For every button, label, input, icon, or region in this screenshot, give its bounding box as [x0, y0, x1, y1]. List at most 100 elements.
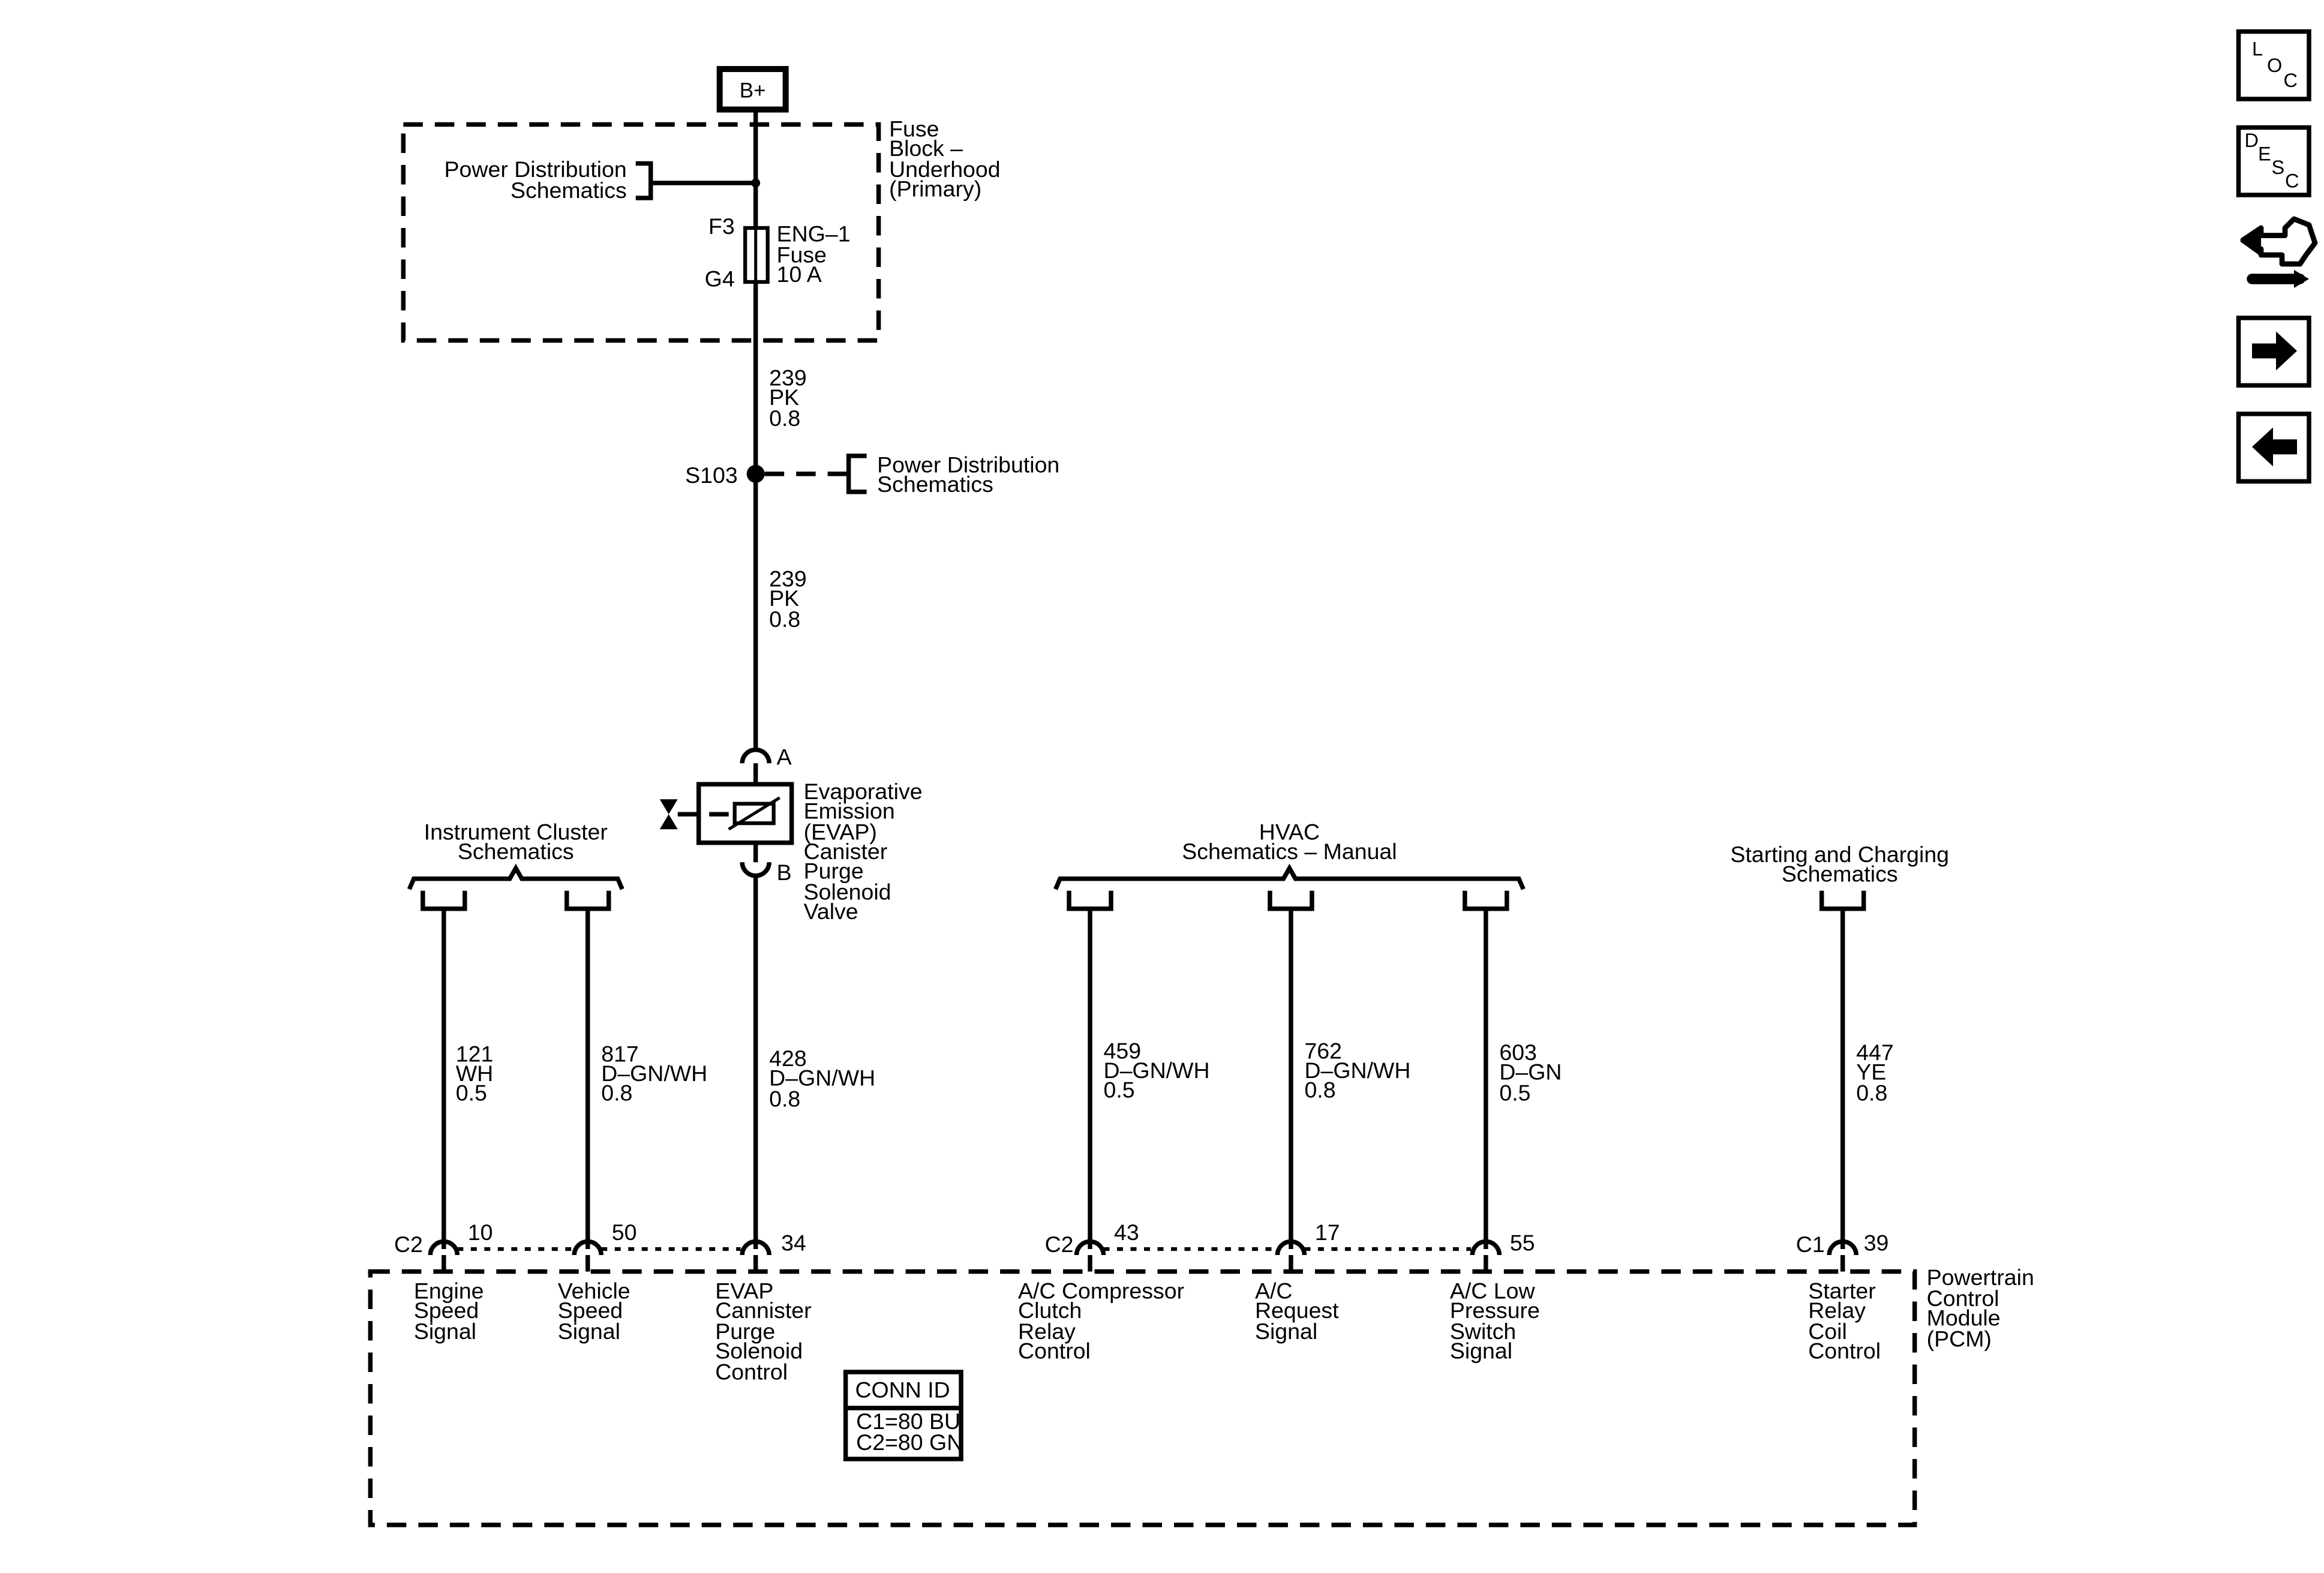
svg-text:Control: Control — [1018, 1338, 1091, 1364]
previous-arrow-icon — [2252, 427, 2298, 467]
svg-text:Vehicle: Vehicle — [558, 1278, 630, 1304]
svg-text:ENG–1: ENG–1 — [777, 221, 851, 246]
ic-connector-2 — [565, 890, 611, 911]
instrument-cluster-bracket — [407, 863, 624, 890]
circuit-121: 121 WH 0.5 — [442, 908, 493, 1250]
circuit-459: 459 D–GN/WH 0.5 — [1088, 908, 1210, 1250]
svg-text:Cannister: Cannister — [715, 1298, 811, 1323]
svg-text:Clutch: Clutch — [1018, 1298, 1082, 1323]
svg-text:Switch: Switch — [1450, 1319, 1516, 1344]
previous-arrow-button[interactable] — [2236, 412, 2311, 484]
solenoid-pin-b-connector — [740, 861, 771, 878]
solenoid-pin-a-connector — [740, 748, 771, 764]
svg-text:Signal: Signal — [1255, 1319, 1317, 1344]
circuit-number: 447 — [1856, 1040, 1894, 1065]
svg-text:Engine: Engine — [414, 1278, 484, 1304]
svg-text:Starting and Charging: Starting and Charging — [1730, 842, 1949, 867]
fuse-block-name: Fuse Block – Underhood (Primary) — [889, 116, 1000, 202]
loc-button[interactable]: L O C — [2236, 29, 2311, 101]
b-plus-box — [716, 66, 789, 113]
svg-text:(PCM): (PCM) — [1927, 1326, 1992, 1352]
svg-text:A/C: A/C — [1255, 1278, 1293, 1304]
pcm-circuit-label-ac-low-pressure: A/C Low Pressure Switch Signal — [1450, 1278, 1540, 1364]
connector-end-view-icon[interactable] — [2240, 216, 2318, 288]
pin-number: 50 — [612, 1220, 637, 1245]
hvac-connector-1 — [1067, 890, 1113, 911]
next-arrow-icon — [2252, 331, 2298, 371]
pcm-circuit-label-engine-speed: Engine Speed Signal — [414, 1278, 484, 1344]
conn-id-title: CONN ID — [855, 1377, 950, 1402]
svg-text:PK: PK — [769, 586, 799, 611]
svg-text:A/C Low: A/C Low — [1450, 1278, 1536, 1304]
svg-text:A/C Compressor: A/C Compressor — [1018, 1278, 1184, 1304]
svg-text:Schematics: Schematics — [458, 839, 574, 864]
svg-text:Schematics: Schematics — [511, 178, 627, 203]
circuit-number: 459 — [1104, 1038, 1142, 1064]
wire-size: 0.8 — [769, 1086, 800, 1112]
fuse-label: ENG–1 Fuse 10 A — [777, 221, 851, 286]
svg-text:Emission: Emission — [804, 798, 895, 824]
svg-text:Schematics: Schematics — [877, 472, 993, 497]
pin-number: 17 — [1315, 1220, 1340, 1245]
svg-text:Control: Control — [715, 1359, 788, 1384]
circuit-817: 817 D–GN/WH 0.8 — [585, 908, 707, 1250]
splice-ref-bracket — [846, 454, 867, 494]
svg-text:Starter: Starter — [1808, 1278, 1876, 1304]
hvac-connector-2 — [1268, 890, 1314, 911]
svg-text:HVAC: HVAC — [1259, 819, 1320, 845]
svg-text:Fuse: Fuse — [889, 116, 939, 142]
circuit-number: 817 — [601, 1041, 639, 1067]
svg-text:Powertrain: Powertrain — [1927, 1265, 2034, 1290]
wire-size: 0.8 — [601, 1080, 632, 1106]
wire-color: D–GN/WH — [769, 1065, 875, 1091]
svg-text:Module: Module — [1927, 1305, 2001, 1331]
svg-text:Valve: Valve — [804, 899, 858, 924]
pin-number: 43 — [1114, 1220, 1139, 1245]
hvac-connector-3 — [1463, 890, 1509, 911]
hvac-ref-link[interactable]: HVAC Schematics – Manual — [1182, 819, 1397, 864]
circuit-762: 762 D–GN/WH 0.8 — [1289, 908, 1410, 1250]
svg-text:239: 239 — [769, 365, 807, 390]
svg-text:0.8: 0.8 — [769, 607, 800, 632]
solenoid-pin-b: B — [777, 860, 792, 885]
svg-text:Fuse: Fuse — [777, 242, 827, 267]
svg-text:239: 239 — [769, 566, 807, 591]
svg-text:Coil: Coil — [1808, 1319, 1847, 1344]
power-ref-link-2[interactable]: Power Distribution Schematics — [877, 452, 1059, 496]
svg-text:Control: Control — [1808, 1338, 1881, 1364]
splice-s103-dot — [746, 464, 765, 483]
conn-id-c2: C2=80 GN — [856, 1430, 963, 1455]
wire-size: 0.8 — [1304, 1077, 1335, 1103]
pcm-circuit-label-evap-purge: EVAP Cannister Purge Solenoid Control — [715, 1278, 811, 1385]
svg-text:Power Distribution: Power Distribution — [877, 452, 1059, 477]
power-ref-link-1[interactable]: Power Distribution Schematics — [445, 157, 627, 203]
svg-text:Solenoid: Solenoid — [715, 1338, 803, 1364]
pin-number: 10 — [468, 1220, 493, 1245]
svg-text:10 A: 10 A — [777, 262, 822, 287]
fuse-pin-f3: F3 — [708, 214, 735, 239]
svg-text:Speed: Speed — [414, 1298, 479, 1323]
svg-text:Canister: Canister — [804, 839, 888, 864]
svg-text:0.8: 0.8 — [769, 406, 800, 431]
wire-color: YE — [1856, 1059, 1886, 1085]
svg-text:Pressure: Pressure — [1450, 1298, 1540, 1323]
instrument-cluster-ref-link[interactable]: Instrument Cluster Schematics — [424, 819, 608, 864]
desc-button[interactable]: D E S C — [2236, 125, 2311, 197]
fuse-block-outline — [401, 122, 881, 343]
svg-text:Relay: Relay — [1808, 1298, 1866, 1323]
circuit-number: 428 — [769, 1046, 807, 1071]
svg-text:L: L — [2252, 38, 2263, 60]
svg-text:EVAP: EVAP — [715, 1278, 773, 1304]
svg-text:Signal: Signal — [414, 1319, 476, 1344]
svg-text:Purge: Purge — [715, 1319, 775, 1344]
next-arrow-button[interactable] — [2236, 316, 2311, 388]
connector-c2-label: C2 — [394, 1232, 423, 1257]
svg-text:E: E — [2258, 143, 2271, 165]
wire-size: 0.5 — [1499, 1080, 1530, 1106]
circuit-428: 428 D–GN/WH 0.8 — [753, 875, 875, 1250]
starting-charging-ref-link[interactable]: Starting and Charging Schematics — [1730, 842, 1949, 886]
pcm-outline — [368, 1269, 1917, 1527]
wire-size: 0.5 — [456, 1080, 487, 1106]
svg-text:Instrument Cluster: Instrument Cluster — [424, 819, 608, 845]
wire-color: D–GN/WH — [1304, 1058, 1410, 1083]
